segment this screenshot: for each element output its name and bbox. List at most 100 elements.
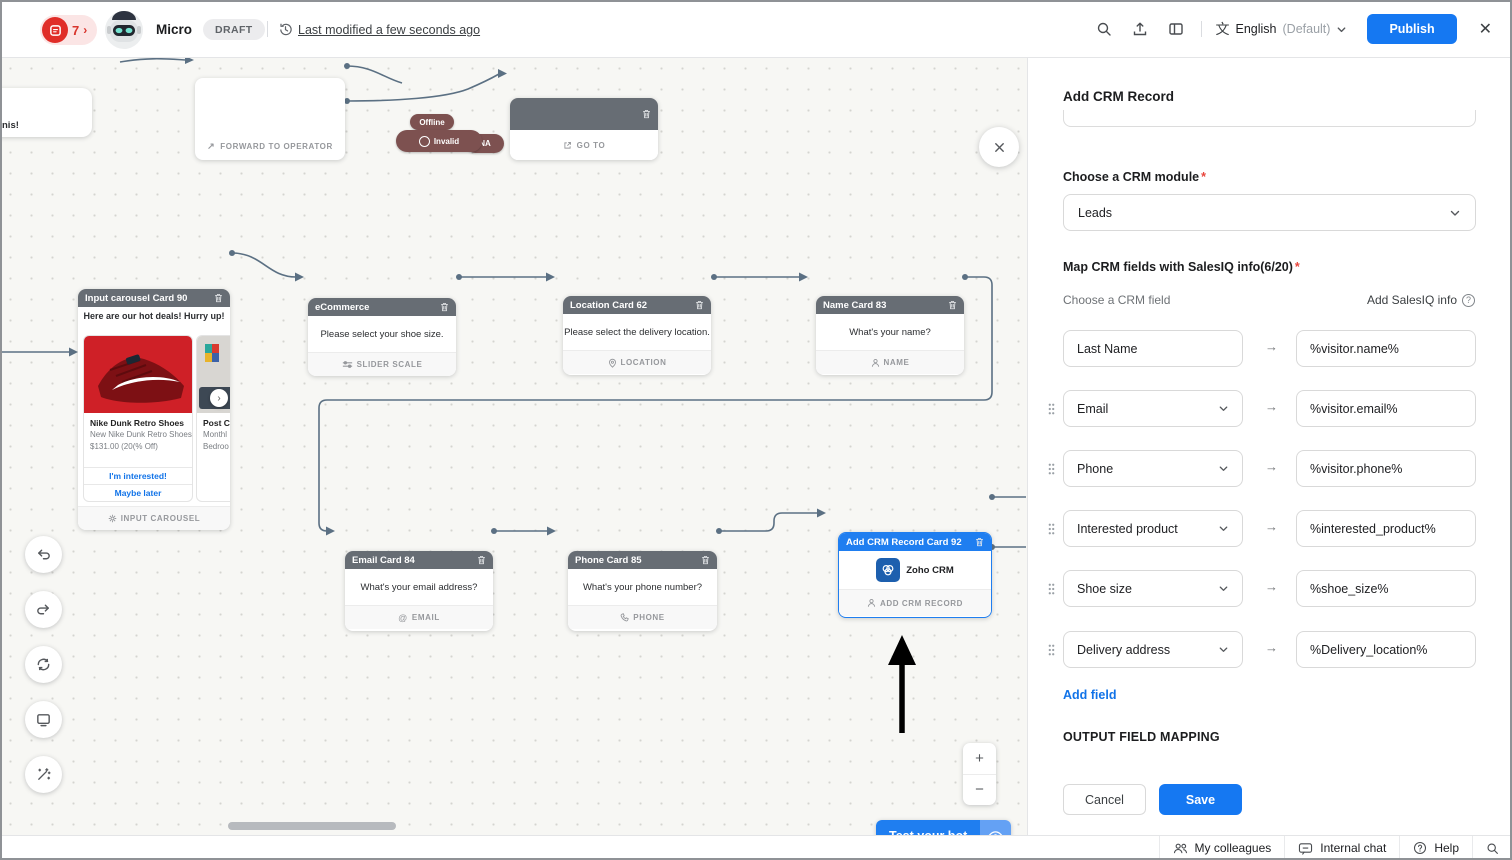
trash-icon[interactable] (948, 300, 957, 310)
trash-icon[interactable] (214, 293, 223, 303)
card-title: Name Card 83 (823, 299, 887, 311)
name-card[interactable]: Name Card 83 What's your name? NAME (816, 296, 964, 375)
add-salesiq-info-link[interactable]: Add SalesIQ info ? (1367, 293, 1475, 307)
invalid-badge[interactable]: Invalid (396, 130, 482, 152)
status-badge: DRAFT (203, 19, 265, 40)
chevron-right-icon: › (83, 23, 88, 37)
flow-canvas[interactable]: nis! ↗ FORWARD TO OPERATOR GO TO Offline (0, 58, 1027, 835)
trash-icon[interactable] (642, 109, 651, 119)
trash-icon[interactable] (695, 300, 704, 310)
add-crm-record-card[interactable]: Add CRM Record Card 92 Zoho CRM ADD CRM … (838, 532, 992, 618)
salesiq-value-input[interactable]: %Delivery_location% (1296, 631, 1476, 668)
record-name-input[interactable] (1063, 110, 1476, 128)
close-icon[interactable]: ✕ (1478, 21, 1492, 38)
statusbar-search-button[interactable] (1472, 836, 1512, 860)
carousel-button-interested[interactable]: I'm interested! (84, 467, 192, 484)
help-button[interactable]: Help (1399, 836, 1472, 860)
salesiq-value-input[interactable]: %visitor.name% (1296, 330, 1476, 367)
search-icon[interactable] (1093, 18, 1115, 40)
card-message: Please select your shoe size. (308, 316, 456, 352)
last-modified-link[interactable]: Last modified a few seconds ago (298, 23, 481, 37)
publish-button[interactable]: Publish (1367, 14, 1457, 44)
trash-icon[interactable] (440, 302, 449, 312)
required-mark: * (1201, 170, 1206, 184)
preview-screen-button[interactable] (25, 701, 62, 738)
card-footer-label: ADD CRM RECORD (879, 598, 964, 608)
drag-handle-icon[interactable] (1048, 462, 1055, 480)
card-message: Please select the delivery location. (563, 314, 711, 350)
location-card[interactable]: Location Card 62 Please select the deliv… (563, 296, 711, 375)
drag-handle-icon[interactable] (1048, 522, 1055, 540)
undo-button[interactable] (25, 536, 62, 573)
crm-field-select[interactable]: Email (1063, 390, 1243, 427)
panel-close-button[interactable] (979, 127, 1019, 167)
export-icon[interactable] (1129, 18, 1151, 40)
trash-icon[interactable] (975, 537, 984, 547)
my-colleagues-button[interactable]: My colleagues (1158, 836, 1285, 860)
my-colleagues-label: My colleagues (1194, 841, 1272, 855)
bot-avatar (104, 10, 144, 50)
crm-field-select[interactable]: Phone (1063, 450, 1243, 487)
input-carousel-card[interactable]: Input carousel Card 90 Here are our hot … (78, 289, 230, 530)
salesiq-value-input[interactable]: %visitor.phone% (1296, 450, 1476, 487)
carousel-next-button[interactable]: › (210, 389, 228, 407)
cancel-button[interactable]: Cancel (1063, 784, 1146, 815)
test-your-bot-button[interactable]: Test your bot (876, 820, 981, 835)
language-selector[interactable]: 文 English (Default) (1216, 19, 1348, 39)
email-card[interactable]: Email Card 84 What's your email address?… (345, 551, 493, 631)
crm-field-select[interactable]: Delivery address (1063, 631, 1243, 668)
forward-card-label: FORWARD TO OPERATOR (220, 142, 333, 151)
phone-card[interactable]: Phone Card 85 What's your phone number? … (568, 551, 717, 631)
horizontal-scrollbar[interactable] (228, 822, 396, 830)
crm-field-select[interactable]: Shoe size (1063, 570, 1243, 607)
zoom-out-button[interactable]: − (975, 781, 984, 799)
card-title: Add CRM Record Card 92 (846, 536, 962, 548)
product-price: $131.00 (20(% Off) (90, 442, 158, 452)
zoom-in-button[interactable]: + (975, 749, 984, 767)
save-button[interactable]: Save (1159, 784, 1242, 815)
crm-module-select[interactable]: Leads (1063, 194, 1476, 231)
card-footer-label: INPUT CAROUSEL (120, 514, 201, 523)
ecommerce-card[interactable]: eCommerce Please select your shoe size. … (308, 298, 456, 376)
salesiq-value-input[interactable]: %shoe_size% (1296, 570, 1476, 607)
zoho-crm-logo-icon (876, 558, 901, 582)
brand-notification-pill[interactable]: 7 › (40, 15, 98, 45)
go-to-card[interactable]: GO TO (510, 98, 658, 160)
preview-eye-button[interactable] (980, 820, 1012, 835)
card-title: Phone Card 85 (575, 554, 642, 566)
offline-badge[interactable]: Offline (410, 114, 454, 130)
external-link-icon (564, 141, 571, 149)
partial-message-card[interactable]: nis! (0, 88, 92, 137)
language-variant: (Default) (1282, 22, 1331, 36)
redo-button[interactable] (25, 591, 62, 628)
salesiq-value-input[interactable]: %interested_product% (1296, 510, 1476, 547)
status-bar: My colleagues Internal chat Help (0, 835, 1512, 860)
drag-handle-icon[interactable] (1048, 582, 1055, 600)
trash-icon[interactable] (701, 555, 710, 565)
forward-to-operator-card[interactable]: ↗ FORWARD TO OPERATOR (195, 78, 345, 160)
arrow-right-icon: → (1265, 399, 1278, 414)
arrow-right-icon: → (1265, 519, 1278, 534)
salesiq-logo-icon (42, 17, 68, 43)
salesiq-value-input[interactable]: %visitor.email% (1296, 390, 1476, 427)
drag-handle-icon[interactable] (1048, 643, 1055, 661)
crm-module-value: Leads (1078, 205, 1113, 220)
carousel-button-later[interactable]: Maybe later (84, 484, 192, 501)
card-message: What's your email address? (345, 569, 493, 605)
sync-button[interactable] (25, 646, 62, 683)
card-footer-label: EMAIL (411, 613, 440, 622)
internal-chat-button[interactable]: Internal chat (1284, 836, 1399, 860)
carousel-item-next: Post Cl Monthl Bedroo (196, 335, 230, 502)
mapping-row: Interested product → %interested_product… (1028, 510, 1512, 547)
add-field-link[interactable]: Add field (1063, 688, 1117, 702)
crm-field-input[interactable]: Last Name (1063, 330, 1243, 367)
person-icon (867, 599, 876, 607)
trash-icon[interactable] (477, 555, 486, 565)
crm-field-select[interactable]: Interested product (1063, 510, 1243, 547)
crm-field-column-label: Choose a CRM field (1063, 293, 1171, 307)
magic-wand-button[interactable] (25, 756, 62, 793)
drag-handle-icon[interactable] (1048, 402, 1055, 420)
card-title: Email Card 84 (352, 554, 415, 566)
arrow-right-icon: → (1265, 459, 1278, 474)
layout-panel-icon[interactable] (1165, 18, 1187, 40)
